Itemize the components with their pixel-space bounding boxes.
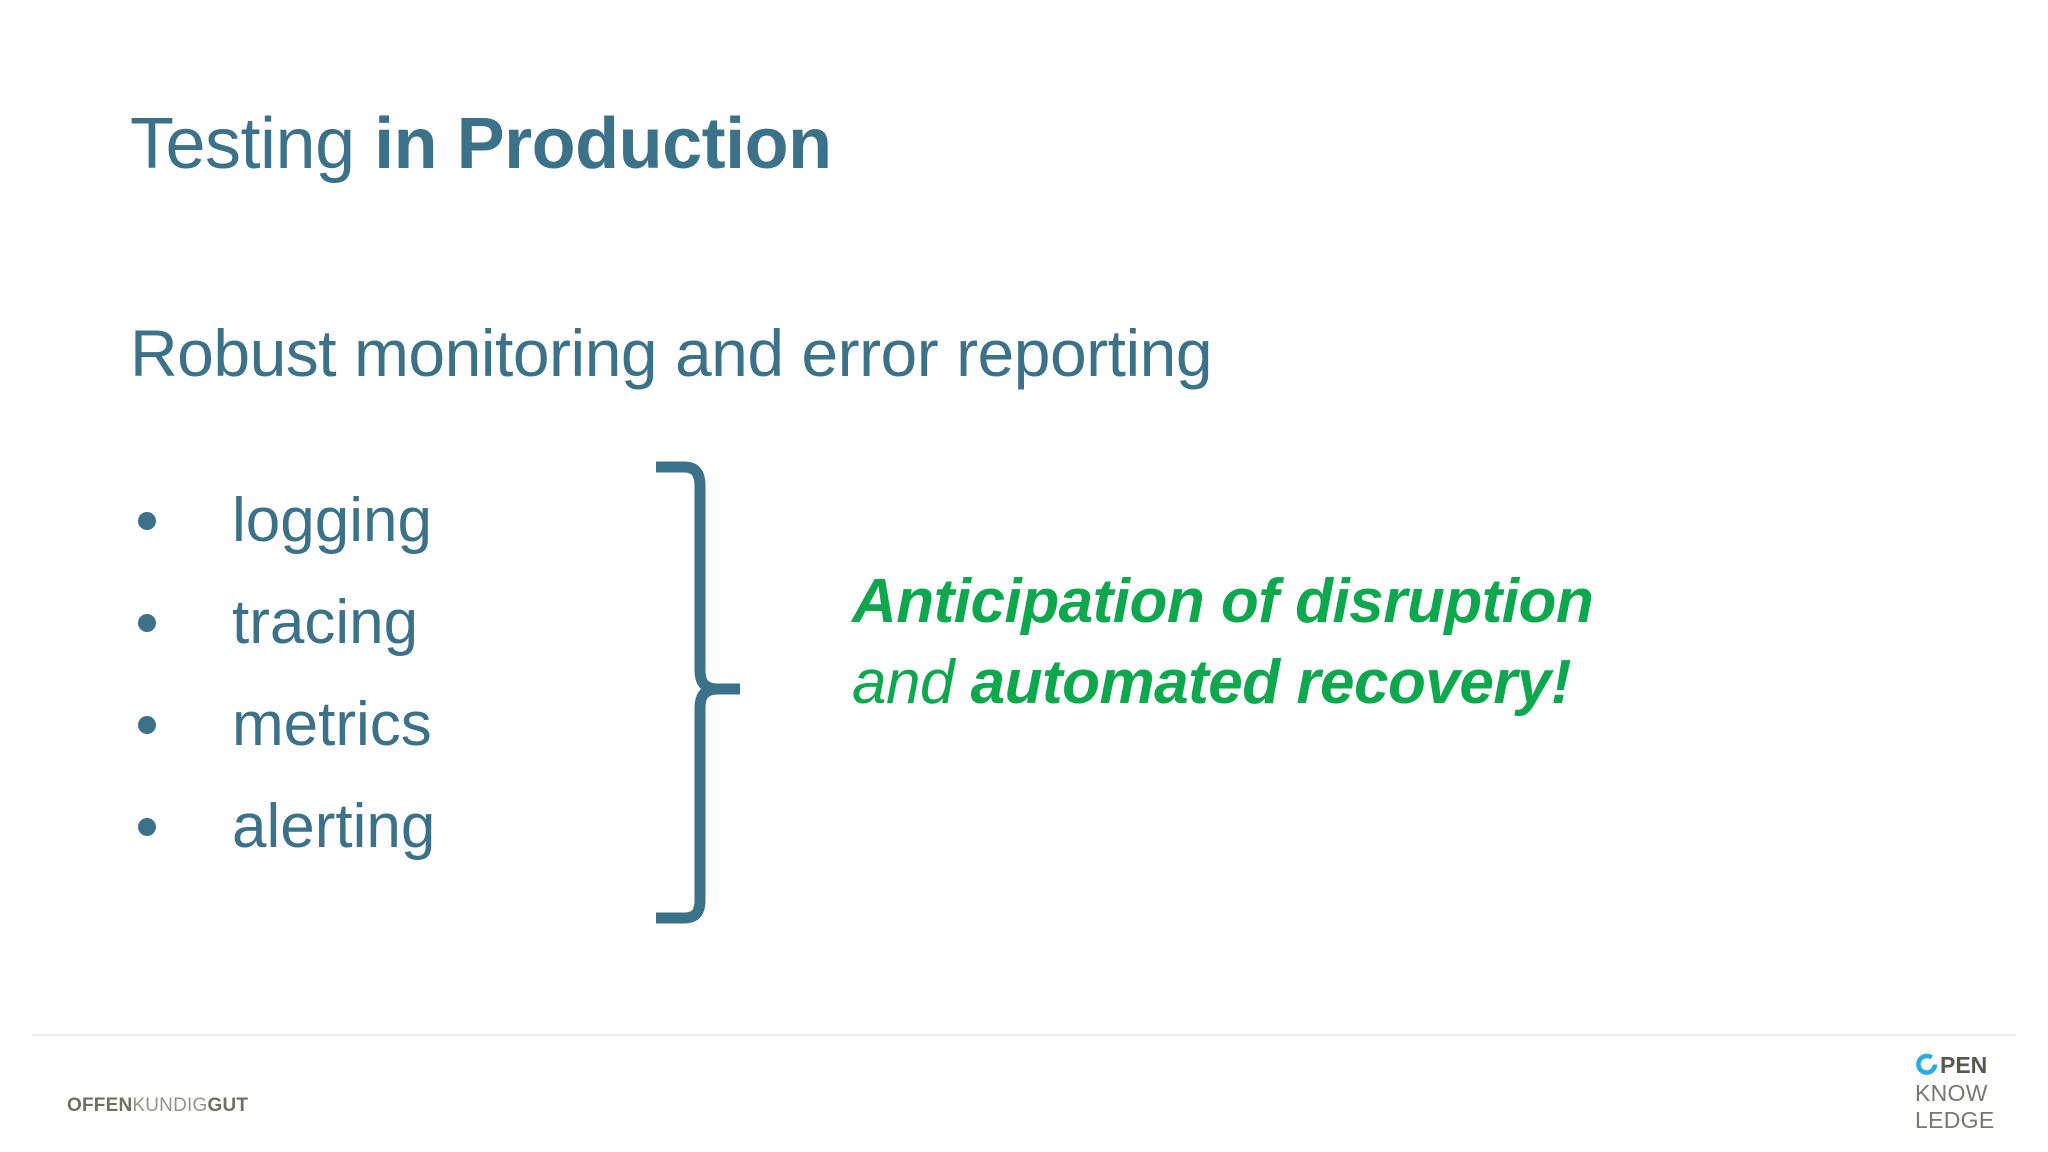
list-item: tracing	[130, 572, 650, 674]
page-title-light: Testing	[130, 104, 375, 184]
bullet-dot-icon	[138, 512, 156, 530]
logo-ok-row-open: PEN	[1915, 1050, 2025, 1080]
curly-brace-right-icon	[650, 460, 750, 925]
callout-line-2-bold: automated recovery!	[970, 647, 1572, 717]
footer-divider	[32, 1034, 2016, 1036]
list-item: logging	[130, 470, 650, 572]
bullet-dot-icon	[138, 614, 156, 632]
logo-ok-pen: PEN	[1940, 1052, 1988, 1078]
logo-okg-part1: OFFEN	[67, 1095, 133, 1116]
monitoring-bullet-list: logging tracing metrics alerting	[130, 470, 650, 878]
open-circle-icon	[1915, 1053, 1939, 1077]
logo-ok-know: KNOW	[1915, 1080, 1988, 1106]
logo-openknowledge: PEN KNOW LEDGE	[1915, 1050, 2025, 1134]
callout-line-2: and automated recovery!	[852, 643, 1972, 724]
list-item-label: logging	[232, 486, 432, 555]
list-item-label: tracing	[232, 588, 419, 657]
list-item: alerting	[130, 776, 650, 878]
logo-offenkundiggut: OFFENKUNDIGGUT	[67, 1095, 248, 1117]
list-item: metrics	[130, 674, 650, 776]
slide-subtitle: Robust monitoring and error reporting	[130, 316, 1213, 390]
bullet-dot-icon	[138, 818, 156, 836]
callout-line-2-normal: and	[852, 647, 971, 717]
bullet-dot-icon	[138, 716, 156, 734]
logo-okg-part3: GUT	[207, 1095, 249, 1116]
callout-line-1: Anticipation of disruption	[852, 562, 1972, 643]
callout-line-1-text: Anticipation of disruption	[852, 567, 1594, 636]
list-item-label: alerting	[232, 792, 436, 861]
callout-text: Anticipation of disruption and automated…	[852, 562, 1972, 723]
list-item-label: metrics	[232, 690, 432, 759]
page-title-bold: in Production	[374, 104, 832, 184]
logo-okg-part2: KUNDIG	[132, 1095, 208, 1116]
logo-ok-ledge: LEDGE	[1915, 1107, 1995, 1133]
page-title: Testing in Production	[130, 108, 832, 180]
